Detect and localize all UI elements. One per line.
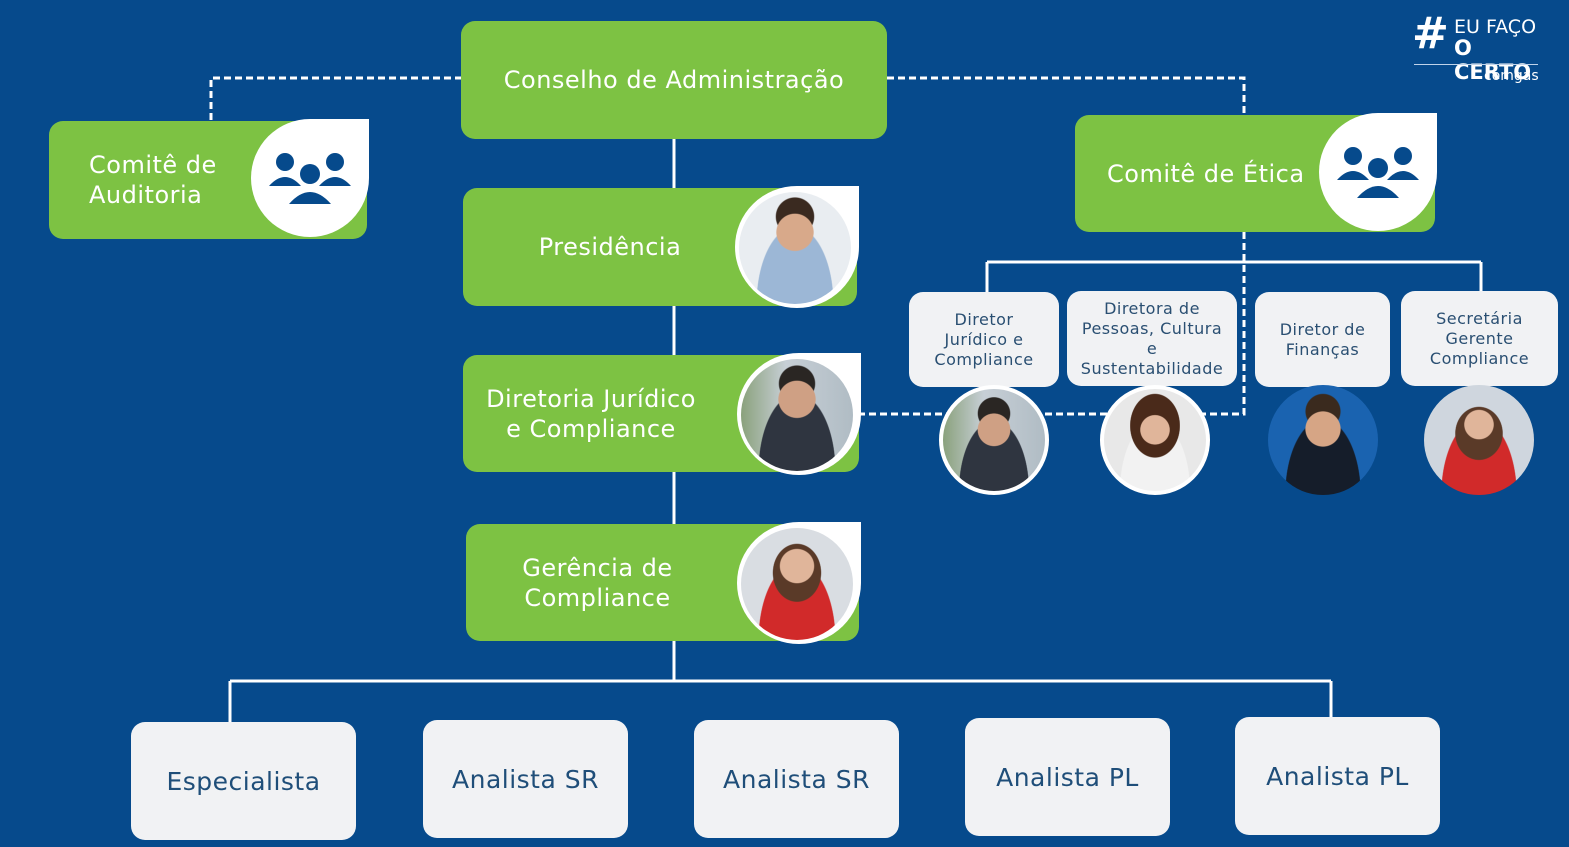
line-etica-members	[985, 260, 1483, 292]
ethics-member-label: Diretora de Pessoas, Cultura e Sustentab…	[1080, 298, 1224, 378]
person-photo-icon	[739, 192, 851, 304]
person-photo-icon	[741, 359, 853, 471]
person-photo-icon	[1424, 385, 1534, 495]
team-card-label: Analista PL	[1266, 761, 1409, 791]
ethics-member-label: Diretor de Finanças	[1279, 319, 1366, 359]
group-icon	[269, 153, 351, 204]
conselho-box[interactable]: Conselho de Administração	[461, 21, 887, 139]
team-card-especialista[interactable]: Especialista	[131, 722, 356, 840]
person-photo-icon	[741, 528, 853, 640]
eu-faco-o-certo-logo: # EU FAÇO O CERTO comgas	[1410, 8, 1550, 90]
dashed-conselho-auditoria	[209, 76, 462, 122]
conselho-label: Conselho de Administração	[503, 66, 845, 94]
person-photo-icon	[1268, 385, 1378, 495]
etica-badge	[1319, 113, 1437, 231]
auditoria-badge	[251, 119, 369, 237]
team-card-label: Analista PL	[996, 762, 1139, 792]
logo-rule	[1414, 64, 1538, 65]
gerencia-label: Gerência de Compliance	[522, 553, 673, 612]
team-card-label: Analista SR	[452, 764, 599, 794]
presidencia-photo-frame	[735, 186, 859, 308]
team-card-analista-pl-1[interactable]: Analista PL	[965, 718, 1170, 836]
etica-label: Comitê de Ética	[1107, 159, 1305, 188]
person-photo-icon	[1100, 385, 1210, 495]
dashed-etica-diretoria	[860, 232, 1246, 416]
etica-box[interactable]: Comitê de Ética	[1075, 113, 1437, 232]
diretoria-box[interactable]: Diretoria Jurídico e Compliance	[463, 353, 861, 475]
auditoria-label: Comitê de Auditoria	[89, 151, 217, 209]
team-card-analista-sr-1[interactable]: Analista SR	[423, 720, 628, 838]
ethics-member-label: Secretária Gerente Compliance	[1429, 308, 1530, 368]
logo-brand: comgas	[1484, 68, 1539, 84]
ethics-member-card-1[interactable]: Diretor Jurídico e Compliance	[909, 292, 1059, 387]
diretoria-label: Diretoria Jurídico e Compliance	[486, 384, 696, 443]
team-card-label: Analista SR	[723, 764, 870, 794]
logo-line1: EU FAÇO	[1454, 16, 1537, 38]
team-card-label: Especialista	[166, 766, 321, 796]
logo-hash: #	[1412, 8, 1449, 59]
team-card-analista-pl-2[interactable]: Analista PL	[1235, 717, 1440, 835]
gerencia-photo-frame	[737, 522, 861, 644]
presidencia-box[interactable]: Presidência	[463, 186, 859, 308]
dashed-conselho-etica	[887, 76, 1246, 115]
team-card-analista-sr-2[interactable]: Analista SR	[694, 720, 899, 838]
line-gerencia-team	[228, 641, 1333, 722]
ethics-member-card-4[interactable]: Secretária Gerente Compliance	[1401, 291, 1558, 386]
presidencia-label: Presidência	[538, 233, 682, 261]
person-photo-icon	[939, 385, 1049, 495]
auditoria-box[interactable]: Comitê de Auditoria	[49, 119, 369, 239]
diretoria-photo-frame	[737, 353, 861, 475]
ethics-member-label: Diretor Jurídico e Compliance	[934, 309, 1034, 369]
ethics-member-card-2[interactable]: Diretora de Pessoas, Cultura e Sustentab…	[1067, 291, 1237, 386]
gerencia-box[interactable]: Gerência de Compliance	[466, 522, 861, 644]
group-icon	[1337, 147, 1419, 198]
ethics-member-card-3[interactable]: Diretor de Finanças	[1255, 292, 1390, 387]
